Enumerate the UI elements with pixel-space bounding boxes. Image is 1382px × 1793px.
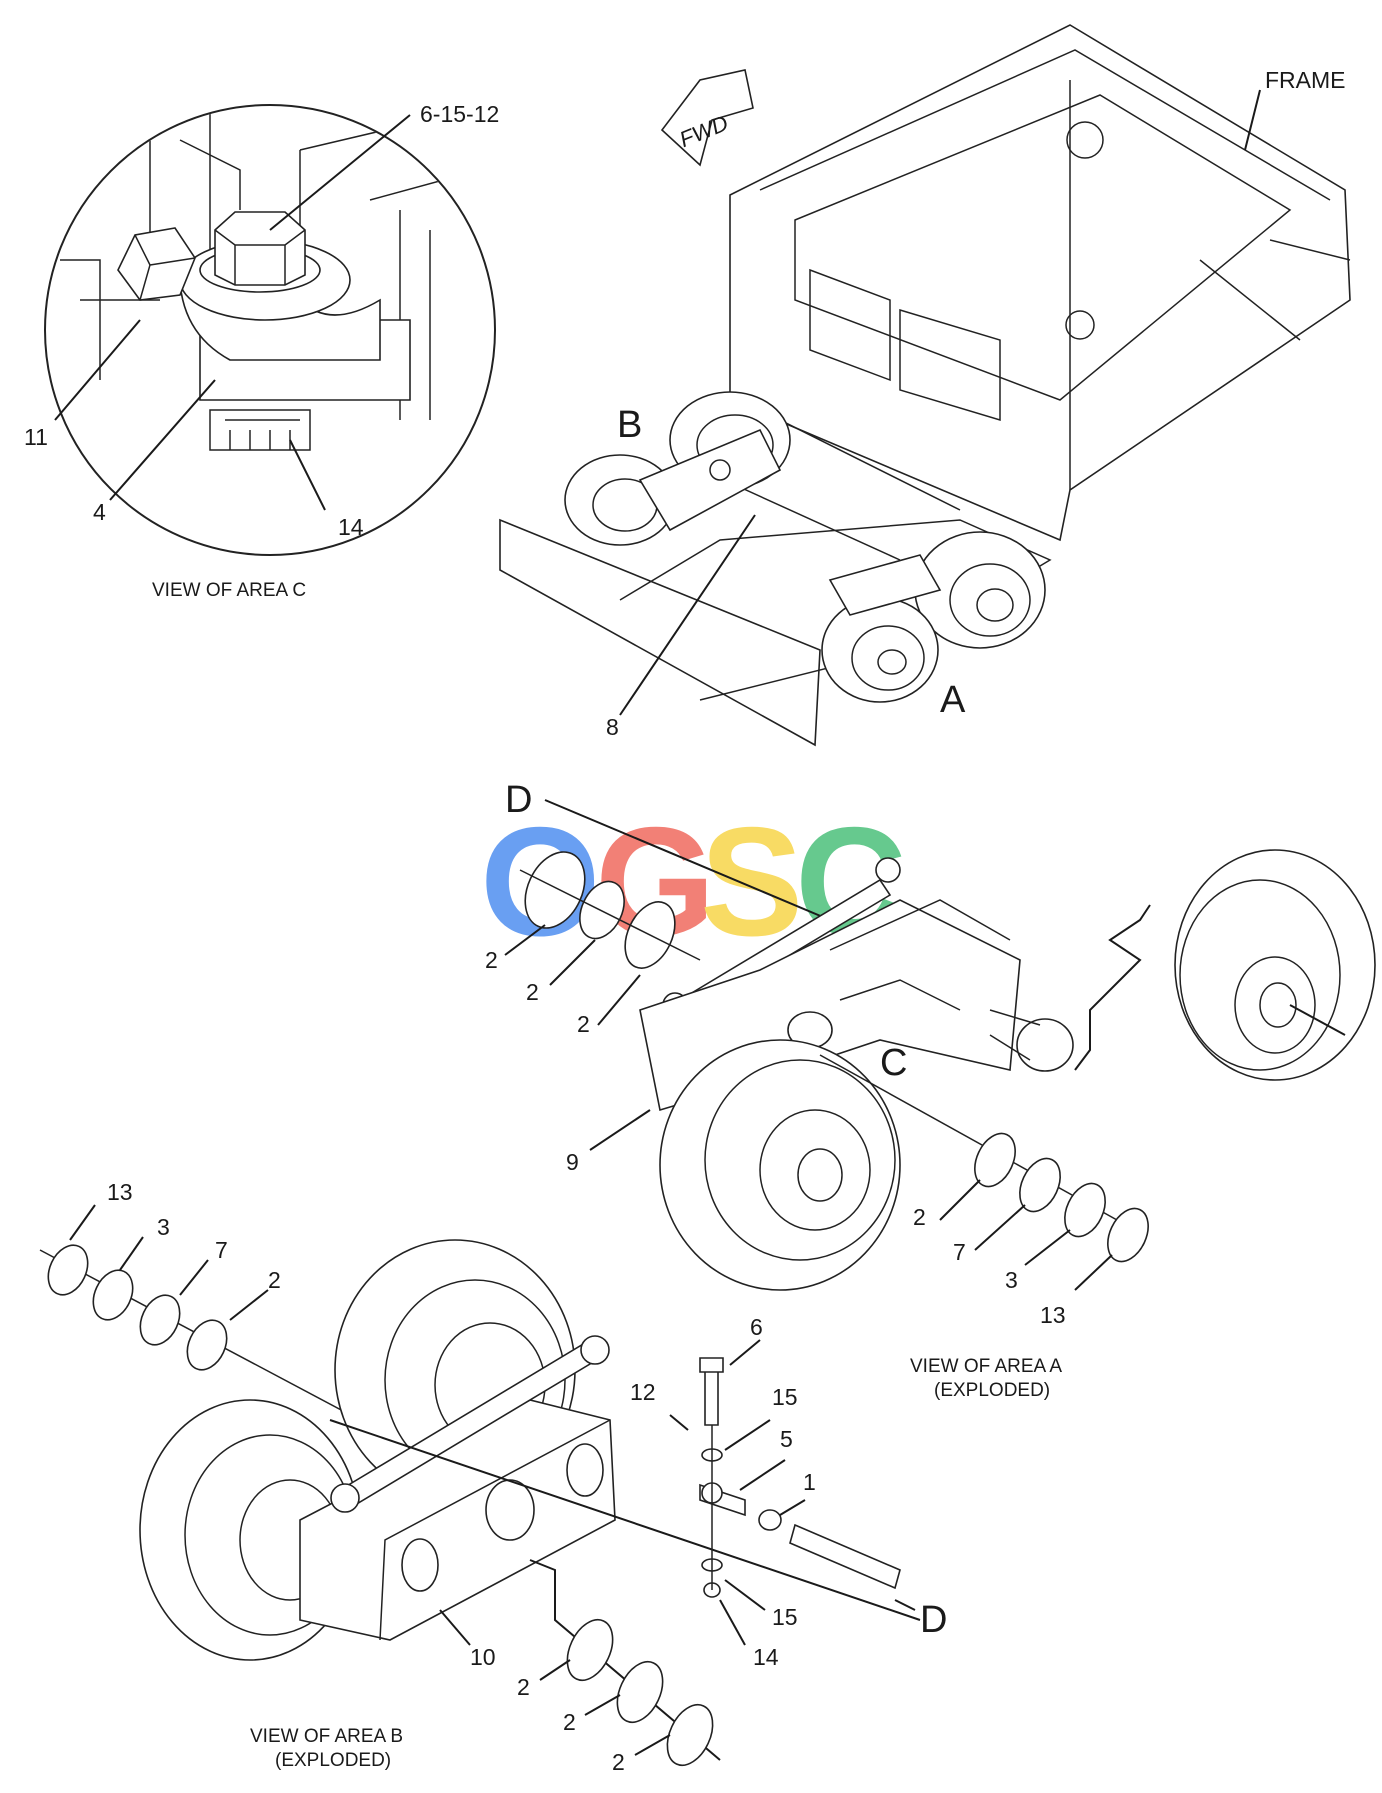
ring-callout-b4: 2 — [268, 1267, 281, 1293]
frame-label: FRAME — [1265, 67, 1346, 93]
callout-15-upper: 15 — [772, 1384, 798, 1410]
view-area-b-exploded: 13 3 7 2 — [39, 1179, 947, 1775]
ring-callout-b7: 2 — [612, 1749, 625, 1775]
callout-10: 10 — [470, 1644, 496, 1670]
ring-callout-b1: 13 — [107, 1179, 133, 1205]
ring-callout-b2: 3 — [157, 1214, 170, 1240]
area-b-d-marker: D — [920, 1599, 947, 1641]
overview-assembly: FWD FRAME — [499, 24, 1351, 747]
ring-callout-a5: 7 — [953, 1239, 966, 1265]
ring-callout-a4: 2 — [913, 1204, 926, 1230]
area-a-d-marker: D — [505, 779, 532, 821]
view-area-b-caption-2: (EXPLODED) — [275, 1750, 391, 1771]
view-area-b-caption-1: VIEW OF AREA B — [250, 1726, 403, 1747]
ring-callout-b3: 7 — [215, 1237, 228, 1263]
area-b-marker: B — [617, 404, 642, 446]
ring-callout-b5: 2 — [517, 1674, 530, 1700]
area-a-marker: A — [940, 679, 966, 721]
view-area-a-caption-1: VIEW OF AREA A — [910, 1356, 1062, 1377]
forward-arrow-icon: FWD — [660, 69, 754, 167]
ring-callout-a6: 3 — [1005, 1267, 1018, 1293]
callout-9: 9 — [566, 1149, 579, 1175]
callout-6: 6 — [750, 1314, 763, 1340]
callout-6-15-12: 6-15-12 — [420, 101, 499, 127]
ring-callout-a1: 2 — [485, 947, 498, 973]
ring-callout-a3: 2 — [577, 1011, 590, 1037]
callout-8: 8 — [606, 714, 619, 740]
callout-4: 4 — [93, 499, 106, 525]
callout-1: 1 — [803, 1469, 816, 1495]
callout-12: 12 — [630, 1379, 656, 1405]
callout-11: 11 — [24, 424, 48, 450]
ring-callout-a2: 2 — [526, 979, 539, 1005]
view-area-c-detail: 6-15-12 11 4 14 VIEW OF AREA C — [24, 101, 499, 601]
area-c-marker: C — [880, 1042, 907, 1084]
callout-14: 14 — [338, 514, 364, 540]
view-area-c-caption: VIEW OF AREA C — [152, 580, 306, 601]
ring-callout-b6: 2 — [563, 1709, 576, 1735]
callout-15-lower: 15 — [772, 1604, 798, 1630]
view-area-a-exploded: D 2 2 2 C 9 — [485, 779, 1376, 1401]
view-area-a-caption-2: (EXPLODED) — [934, 1380, 1050, 1401]
callout-14-lower: 14 — [753, 1644, 779, 1670]
ring-callout-a7: 13 — [1040, 1302, 1066, 1328]
callout-5: 5 — [780, 1426, 793, 1452]
